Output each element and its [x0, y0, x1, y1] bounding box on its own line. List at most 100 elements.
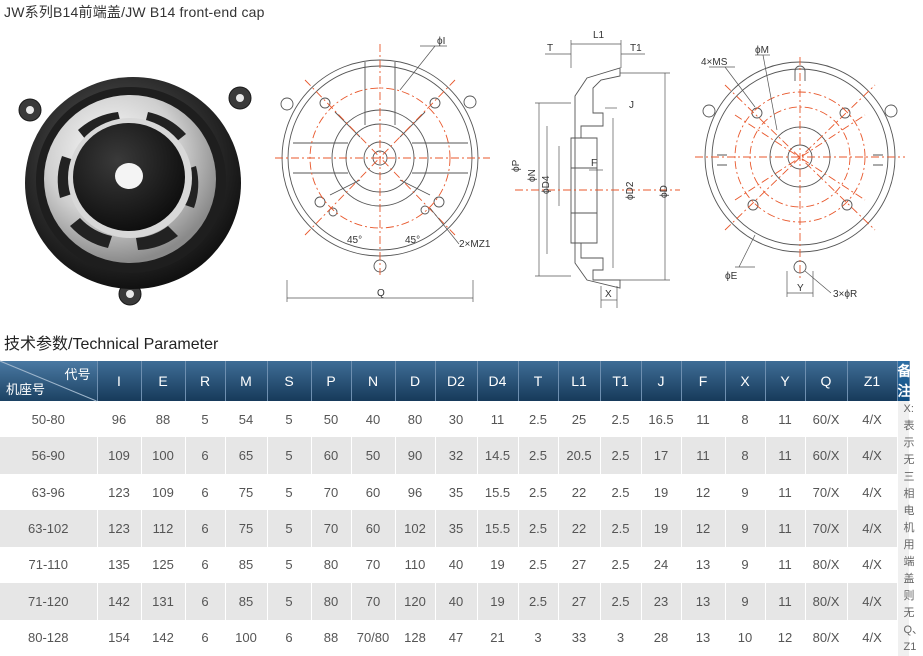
page-title: JW系列B14前端盖/JW B14 front-end cap [4, 4, 265, 20]
value-cell: 6 [185, 437, 226, 474]
value-cell: 85 [225, 546, 268, 584]
value-cell: 19 [477, 583, 519, 620]
value-cell: 60 [311, 437, 352, 474]
label-holes-ms: 4×MS [701, 57, 728, 68]
value-cell: 3 [600, 619, 642, 656]
value-cell: 11 [681, 437, 726, 474]
value-cell: 4/X [847, 546, 898, 584]
value-cell: 8 [725, 401, 766, 438]
value-cell: 11 [765, 437, 806, 474]
remark-line: X:表示无 [903, 403, 915, 466]
column-header: Q [805, 361, 848, 401]
value-cell: 11 [765, 546, 806, 584]
value-cell: 22 [558, 510, 601, 547]
value-cell: 96 [97, 401, 142, 438]
front-view-drawing: ϕI 45° 45° 2×MZ1 Q [275, 36, 491, 302]
value-cell: 40 [435, 546, 478, 584]
value-cell: 85 [225, 583, 268, 620]
label-q: Q [377, 288, 385, 299]
label-j: J [629, 100, 634, 111]
value-cell: 142 [97, 583, 142, 620]
value-cell: 88 [141, 401, 186, 438]
column-header: Y [765, 361, 806, 401]
value-cell: 110 [395, 546, 436, 584]
value-cell: 9 [725, 473, 766, 511]
label-angle-right: 45° [405, 235, 420, 246]
value-cell: 2.5 [518, 583, 559, 620]
value-cell: 12 [681, 510, 726, 547]
column-header: F [681, 361, 726, 401]
column-header: I [97, 361, 142, 401]
value-cell: 100 [141, 437, 186, 474]
value-cell: 80/X [805, 546, 848, 584]
label-holes-r: 3×ϕR [833, 289, 857, 300]
column-header: D2 [435, 361, 478, 401]
value-cell: 2.5 [600, 510, 642, 547]
value-cell: 6 [185, 546, 226, 584]
label-phi-p: ϕP [511, 159, 522, 172]
value-cell: 11 [765, 401, 806, 438]
value-cell: 4/X [847, 401, 898, 438]
value-cell: 120 [395, 583, 436, 620]
value-cell: 25 [558, 401, 601, 438]
value-cell: 131 [141, 583, 186, 620]
value-cell: 70/80 [351, 619, 396, 656]
corner-diagonal [0, 360, 97, 402]
remark-line: 无Q、Z1 [903, 607, 923, 653]
label-phi-m: ϕM [755, 45, 769, 56]
value-cell: 6 [185, 619, 226, 656]
value-cell: 40 [435, 583, 478, 620]
value-cell: 32 [435, 437, 478, 474]
value-cell: 12 [765, 619, 806, 656]
value-cell: 47 [435, 619, 478, 656]
value-cell: 35 [435, 510, 478, 547]
column-header: E [141, 361, 186, 401]
value-cell: 54 [225, 401, 268, 438]
label-phi-n: ϕN [527, 169, 538, 182]
label-t: T [547, 43, 553, 54]
value-cell: 5 [267, 473, 312, 511]
value-cell: 14.5 [477, 437, 519, 474]
column-header: Z1 [847, 361, 898, 401]
value-cell: 60 [351, 473, 396, 511]
value-cell: 5 [267, 510, 312, 547]
value-cell: 11 [765, 583, 806, 620]
label-phi-d2: ϕD2 [625, 181, 636, 200]
corner-label-code: 代号 [64, 367, 91, 382]
value-cell: 33 [558, 619, 601, 656]
value-cell: 20.5 [558, 437, 601, 474]
value-cell: 22 [558, 473, 601, 511]
value-cell: 50 [351, 437, 396, 474]
value-cell: 9 [725, 510, 766, 547]
value-cell: 19 [641, 510, 682, 547]
column-header: T1 [600, 361, 642, 401]
remark-line: 三相电机 [903, 471, 915, 534]
value-cell: 80/X [805, 619, 848, 656]
column-header: X [725, 361, 766, 401]
value-cell: 35 [435, 473, 478, 511]
value-cell: 125 [141, 546, 186, 584]
value-cell: 19 [641, 473, 682, 511]
value-cell: 88 [311, 619, 352, 656]
value-cell: 27 [558, 583, 601, 620]
label-phi-i: ϕI [437, 36, 445, 47]
value-cell: 60 [351, 510, 396, 547]
value-cell: 2.5 [518, 510, 559, 547]
value-cell: 21 [477, 619, 519, 656]
value-cell: 102 [395, 510, 436, 547]
value-cell: 6 [185, 510, 226, 547]
column-header: D4 [477, 361, 519, 401]
value-cell: 13 [681, 546, 726, 584]
value-cell: 128 [395, 619, 436, 656]
label-x: X [605, 289, 612, 300]
table-corner-cell: 代号 机座号 [0, 360, 98, 402]
value-cell: 13 [681, 619, 726, 656]
value-cell: 17 [641, 437, 682, 474]
value-cell: 15.5 [477, 510, 519, 547]
value-cell: 100 [225, 619, 268, 656]
value-cell: 6 [185, 583, 226, 620]
